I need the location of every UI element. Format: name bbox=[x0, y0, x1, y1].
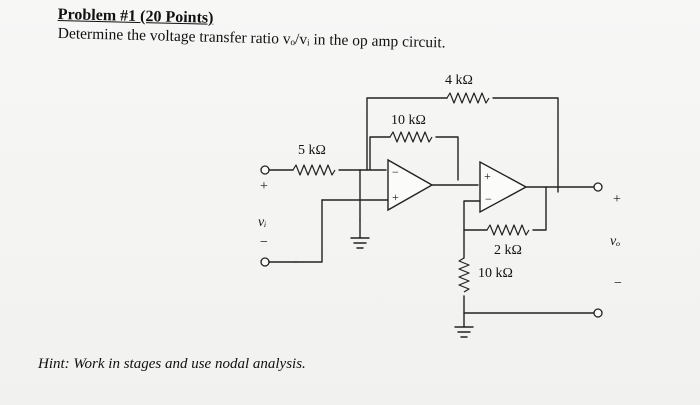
label-resistor-2k: 2 kΩ bbox=[494, 243, 522, 258]
feedback-10k-left-wire bbox=[369, 136, 391, 171]
input-plus-symbol: + bbox=[260, 179, 268, 194]
input-minus-symbol: − bbox=[260, 235, 268, 250]
opamp1-inverting-symbol: − bbox=[392, 165, 399, 179]
label-resistor-4k: 4 kΩ bbox=[445, 73, 473, 88]
resistor-10k-feedback-zigzag bbox=[389, 131, 433, 143]
output-minus-symbol: − bbox=[614, 276, 622, 291]
opamp-second-triangle bbox=[479, 160, 528, 214]
hint-body: Work in stages and use nodal analysis. bbox=[73, 356, 306, 372]
resistor-5k-zigzag bbox=[292, 164, 336, 176]
opamp2-inverting-symbol: − bbox=[485, 192, 492, 206]
feedback-4k-right-wire bbox=[492, 97, 559, 193]
input-negative-terminal bbox=[260, 257, 270, 267]
opamp-first-triangle bbox=[387, 158, 434, 212]
label-resistor-10k-feedback: 10 kΩ bbox=[391, 113, 426, 128]
output-plus-symbol: + bbox=[613, 192, 621, 207]
opamp2-inverting-wire bbox=[463, 200, 488, 231]
input-voltage-label: vᵢ bbox=[258, 215, 266, 230]
feedback-10k-right-wire bbox=[435, 136, 459, 181]
ground-symbol-1 bbox=[350, 237, 370, 249]
output-negative-terminal bbox=[593, 308, 603, 318]
feedback-2k-right-wire bbox=[532, 186, 547, 231]
feedback-4k-left-wire bbox=[366, 97, 448, 171]
label-resistor-10k-ground: 10 kΩ bbox=[478, 266, 513, 281]
ground-symbol-2 bbox=[454, 326, 474, 338]
hint-text: Hint: Work in stages and use nodal analy… bbox=[38, 356, 306, 373]
bottom-input-line bbox=[295, 199, 323, 263]
output-positive-terminal bbox=[593, 182, 603, 192]
resistor-4k-zigzag bbox=[446, 92, 490, 104]
output-voltage-label: vₒ bbox=[610, 234, 620, 249]
opamp2-noninverting-symbol: + bbox=[484, 169, 491, 183]
resistor-10k-ground-zigzag bbox=[458, 257, 470, 293]
resistor-2k-zigzag bbox=[486, 224, 530, 236]
opamp1-noninverting-symbol: + bbox=[392, 190, 399, 204]
hint-label: Hint: bbox=[38, 356, 70, 372]
label-resistor-5k: 5 kΩ bbox=[298, 143, 326, 158]
input-positive-terminal bbox=[260, 165, 270, 175]
